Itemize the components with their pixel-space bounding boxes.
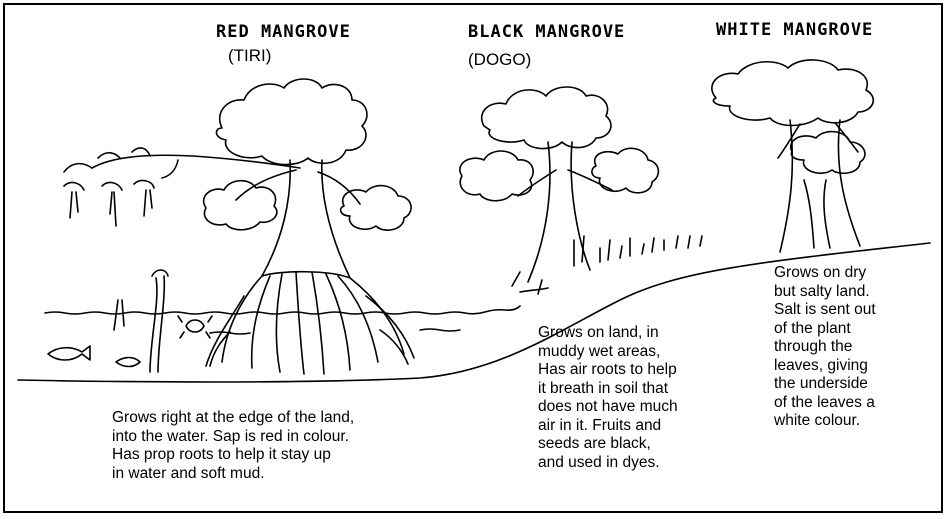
white-canopy-lower bbox=[791, 132, 865, 174]
crab-shape bbox=[178, 316, 212, 338]
white-mangrove-title: WHITE MANGROVE bbox=[716, 20, 873, 40]
red-mangrove-title: RED MANGROVE bbox=[216, 22, 351, 42]
red-canopy-main bbox=[216, 79, 367, 165]
black-mangrove-tree bbox=[460, 87, 702, 294]
red-trunk bbox=[262, 160, 350, 278]
black-canopy-main bbox=[482, 87, 611, 149]
white-mangrove-description: Grows on dry but salty land. Salt is sen… bbox=[774, 264, 876, 431]
fish-shape bbox=[48, 346, 90, 360]
description-line: muddy wet areas, bbox=[538, 343, 678, 362]
description-line: it breath in soil that bbox=[538, 380, 678, 399]
description-line: does not have much bbox=[538, 398, 678, 417]
red-canopy-left bbox=[204, 181, 277, 230]
description-line: through the bbox=[774, 338, 876, 357]
description-line: but salty land. bbox=[774, 283, 876, 302]
description-line: white colour. bbox=[774, 412, 876, 431]
red-mangrove-tree bbox=[64, 79, 414, 374]
description-line: leaves, giving bbox=[774, 357, 876, 376]
description-line: of the leaves a bbox=[774, 394, 876, 413]
description-line: Grows on land, in bbox=[538, 324, 678, 343]
description-line: Has prop roots to help it stay up bbox=[112, 446, 354, 465]
description-line: of the plant bbox=[774, 320, 876, 339]
description-line: Grows on dry bbox=[774, 264, 876, 283]
black-trunk bbox=[528, 142, 590, 282]
red-hanging-roots bbox=[70, 190, 152, 226]
red-twigs bbox=[64, 148, 178, 178]
white-canopy-main bbox=[712, 60, 873, 126]
white-mangrove-tree bbox=[712, 60, 873, 252]
description-line: the underside bbox=[774, 375, 876, 394]
description-line: seeds are black, bbox=[538, 435, 678, 454]
description-line: into the water. Sap is red in colour. bbox=[112, 428, 354, 447]
red-mangrove-description: Grows right at the edge of the land, int… bbox=[112, 409, 354, 483]
red-mangrove-local-name: (TIRI) bbox=[228, 46, 271, 66]
black-mangrove-local-name: (DOGO) bbox=[468, 50, 531, 70]
white-branch bbox=[778, 124, 858, 158]
water-ripple bbox=[420, 329, 460, 331]
black-air-roots bbox=[574, 236, 702, 266]
red-prop-roots bbox=[222, 272, 404, 374]
description-line: and used in dyes. bbox=[538, 454, 678, 473]
black-mangrove-title: BLACK MANGROVE bbox=[468, 22, 625, 42]
seedling bbox=[150, 270, 168, 372]
description-line: air in it. Fruits and bbox=[538, 417, 678, 436]
description-line: Grows right at the edge of the land, bbox=[112, 409, 354, 428]
seedling bbox=[114, 300, 124, 330]
black-mangrove-description: Grows on land, in muddy wet areas, Has a… bbox=[538, 324, 678, 472]
description-line: Salt is sent out bbox=[774, 301, 876, 320]
fish-shape bbox=[116, 358, 140, 367]
description-line: Has air roots to help bbox=[538, 361, 678, 380]
black-canopy-right bbox=[592, 148, 658, 192]
description-line: in water and soft mud. bbox=[112, 465, 354, 484]
red-left-fronds bbox=[64, 181, 154, 190]
red-prop-roots bbox=[206, 296, 414, 366]
